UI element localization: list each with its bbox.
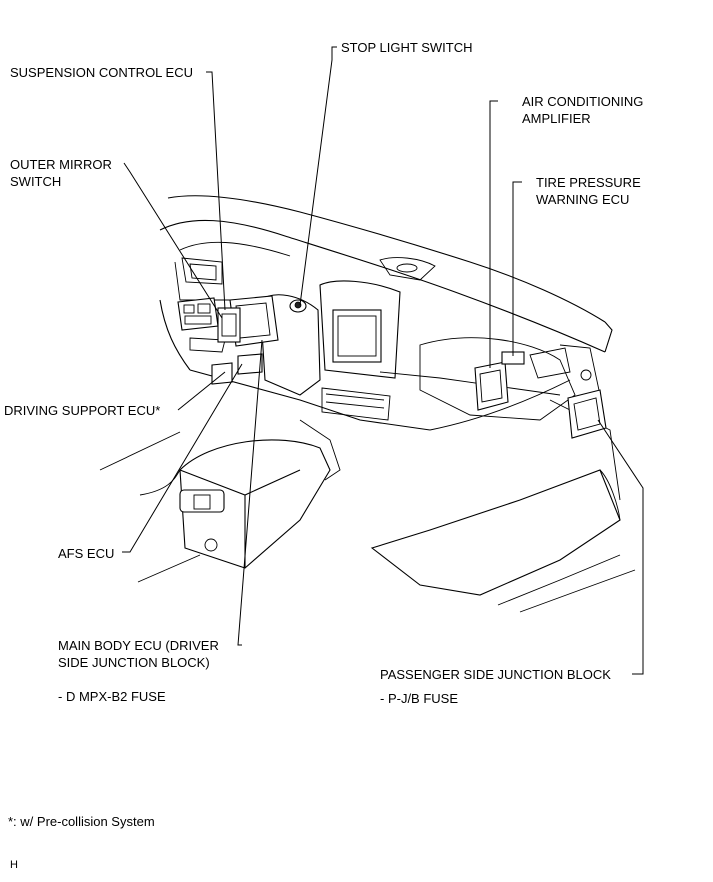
label-main-body-ecu: MAIN BODY ECU (DRIVER SIDE JUNCTION BLOC…	[58, 638, 219, 670]
label-main-body-fuse: - D MPX-B2 FUSE	[58, 689, 166, 704]
label-air-conditioning-amplifier: AIR CONDITIONING AMPLIFIER	[522, 94, 644, 126]
left-switch-panel	[177, 297, 226, 353]
label-tire-pressure-warning-ecu: TIRE PRESSURE WARNING ECU	[536, 175, 641, 207]
label-stop-light-switch: STOP LIGHT SWITCH	[341, 40, 473, 55]
corner-mark: H	[10, 859, 18, 871]
label-driving-support-ecu: DRIVING SUPPORT ECU*	[4, 403, 161, 418]
steering-area	[259, 294, 341, 481]
passenger-ecus	[474, 351, 607, 439]
center-console	[99, 431, 636, 613]
main-body-ecu-block	[211, 295, 279, 385]
label-suspension-control-ecu: SUSPENSION CONTROL ECU	[10, 65, 193, 80]
dashboard-outline	[159, 195, 621, 501]
leader-lines	[122, 46, 644, 675]
footnote: *: w/ Pre-collision System	[8, 814, 155, 829]
label-outer-mirror-switch: OUTER MIRROR SWITCH	[10, 157, 112, 189]
label-passenger-side-junction-block: PASSENGER SIDE JUNCTION BLOCK	[380, 667, 611, 682]
center-stack	[319, 257, 436, 421]
label-afs-ecu: AFS ECU	[58, 546, 115, 561]
label-passenger-fuse: - P-J/B FUSE	[380, 691, 459, 706]
